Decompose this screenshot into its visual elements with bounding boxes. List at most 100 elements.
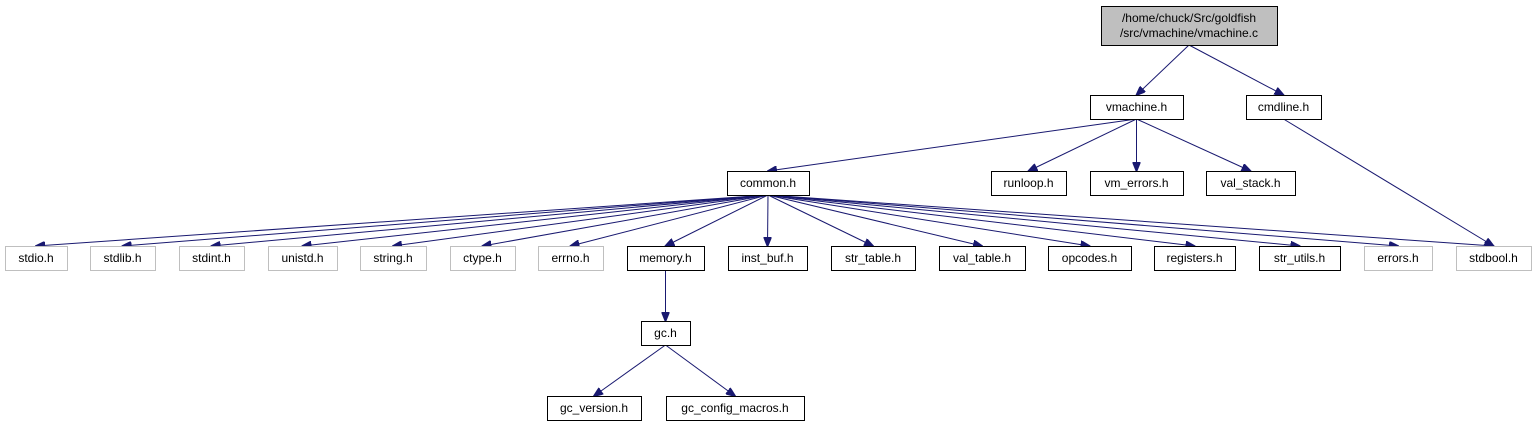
node-label: val_stack.h [1220, 176, 1280, 190]
node-box [1364, 246, 1433, 271]
node-gc_version_h[interactable]: gc_version.h [547, 396, 642, 421]
node-ctype_h: ctype.h [450, 246, 516, 271]
node-label: common.h [740, 176, 796, 190]
node-inst_buf_h[interactable]: inst_buf.h [728, 246, 808, 271]
node-memory_h[interactable]: memory.h [627, 246, 705, 271]
node-errors_h: errors.h [1364, 246, 1433, 271]
edge-common_h-to-stdlib_h [123, 194, 769, 246]
node-label: errors.h [1377, 251, 1418, 265]
node-gc_config_macros_h[interactable]: gc_config_macros.h [666, 396, 805, 421]
node-label: /src/vmachine/vmachine.c [1120, 26, 1258, 40]
edge-vmachine_h-to-val_stack_h [1136, 118, 1251, 171]
edge-common_h-to-stdio_h [36, 194, 769, 246]
node-box [1206, 171, 1296, 196]
node-stdbool_h: stdbool.h [1456, 246, 1532, 271]
edges-layer [36, 44, 1494, 396]
node-label: unistd.h [281, 251, 323, 265]
edge-common_h-to-str_table_h [767, 194, 873, 246]
node-vm_errors_h[interactable]: vm_errors.h [1090, 171, 1184, 196]
node-box [547, 396, 642, 421]
edge-cmdline_h-to-stdbool_h [1283, 118, 1494, 246]
node-label: str_table.h [845, 251, 901, 265]
node-unistd_h: unistd.h [268, 246, 338, 271]
edge-common_h-to-unistd_h [303, 194, 769, 246]
node-box [1090, 95, 1184, 120]
edge-common_h-to-string_h [393, 194, 769, 246]
node-root[interactable]: /home/chuck/Src/goldfish/src/vmachine/vm… [1101, 6, 1278, 46]
node-box [179, 246, 245, 271]
node-box [727, 171, 810, 196]
node-box [1154, 246, 1236, 271]
node-label: memory.h [639, 251, 691, 265]
edge-common_h-to-str_utils_h [767, 194, 1300, 246]
edge-common_h-to-stdint_h [212, 194, 769, 246]
node-label: ctype.h [463, 251, 502, 265]
edge-common_h-to-memory_h [666, 194, 769, 246]
node-vmachine_h[interactable]: vmachine.h [1090, 95, 1184, 120]
node-cmdline_h[interactable]: cmdline.h [1246, 95, 1322, 120]
node-string_h: string.h [360, 246, 427, 271]
node-label: runloop.h [1003, 176, 1053, 190]
node-label: vmachine.h [1106, 100, 1167, 114]
edge-root-to-cmdline_h [1188, 44, 1284, 95]
edge-common_h-to-registers_h [767, 194, 1195, 246]
edge-common_h-to-opcodes_h [767, 194, 1090, 246]
node-label: stdint.h [192, 251, 231, 265]
node-box [360, 246, 427, 271]
node-box [90, 246, 156, 271]
node-runloop_h[interactable]: runloop.h [991, 171, 1067, 196]
edge-common_h-to-inst_buf_h [768, 194, 769, 246]
node-box [641, 321, 691, 346]
node-gc_h[interactable]: gc.h [641, 321, 691, 346]
node-common_h[interactable]: common.h [727, 171, 810, 196]
node-label: val_table.h [953, 251, 1011, 265]
node-box [268, 246, 338, 271]
node-box [831, 246, 916, 271]
node-label: cmdline.h [1258, 100, 1309, 114]
node-label: gc_config_macros.h [681, 401, 788, 415]
node-label: /home/chuck/Src/goldfish [1122, 11, 1256, 25]
node-val_stack_h[interactable]: val_stack.h [1206, 171, 1296, 196]
node-label: str_utils.h [1274, 251, 1325, 265]
node-stdlib_h: stdlib.h [90, 246, 156, 271]
node-label: stdlib.h [103, 251, 141, 265]
nodes-layer: /home/chuck/Src/goldfish/src/vmachine/vm… [5, 6, 1532, 421]
edge-common_h-to-val_table_h [767, 194, 982, 246]
edge-common_h-to-stdbool_h [767, 194, 1494, 246]
node-stdint_h: stdint.h [179, 246, 245, 271]
node-box [666, 396, 805, 421]
edge-common_h-to-ctype_h [483, 194, 769, 246]
node-label: registers.h [1166, 251, 1222, 265]
node-registers_h[interactable]: registers.h [1154, 246, 1236, 271]
edge-gc_h-to-gc_version_h [594, 344, 666, 396]
edge-vmachine_h-to-runloop_h [1029, 118, 1137, 171]
node-val_table_h[interactable]: val_table.h [939, 246, 1026, 271]
node-opcodes_h[interactable]: opcodes.h [1048, 246, 1132, 271]
node-box [450, 246, 516, 271]
node-box [1101, 6, 1278, 46]
node-label: errno.h [551, 251, 589, 265]
node-box [1048, 246, 1132, 271]
edge-root-to-vmachine_h [1137, 44, 1190, 95]
node-box [1456, 246, 1532, 271]
node-str_table_h[interactable]: str_table.h [831, 246, 916, 271]
edge-vmachine_h-to-common_h [768, 118, 1137, 171]
node-box [1259, 246, 1341, 271]
edge-common_h-to-errno_h [571, 194, 769, 246]
node-errno_h: errno.h [538, 246, 604, 271]
node-box [991, 171, 1067, 196]
node-box [939, 246, 1026, 271]
node-box [1246, 95, 1322, 120]
node-label: string.h [373, 251, 412, 265]
node-str_utils_h[interactable]: str_utils.h [1259, 246, 1341, 271]
node-box [538, 246, 604, 271]
node-label: vm_errors.h [1104, 176, 1168, 190]
node-label: stdio.h [18, 251, 53, 265]
node-label: stdbool.h [1469, 251, 1518, 265]
node-label: gc_version.h [560, 401, 628, 415]
edge-gc_h-to-gc_config_macros_h [665, 344, 736, 396]
node-box [1090, 171, 1184, 196]
node-box [5, 246, 68, 271]
node-label: opcodes.h [1062, 251, 1117, 265]
